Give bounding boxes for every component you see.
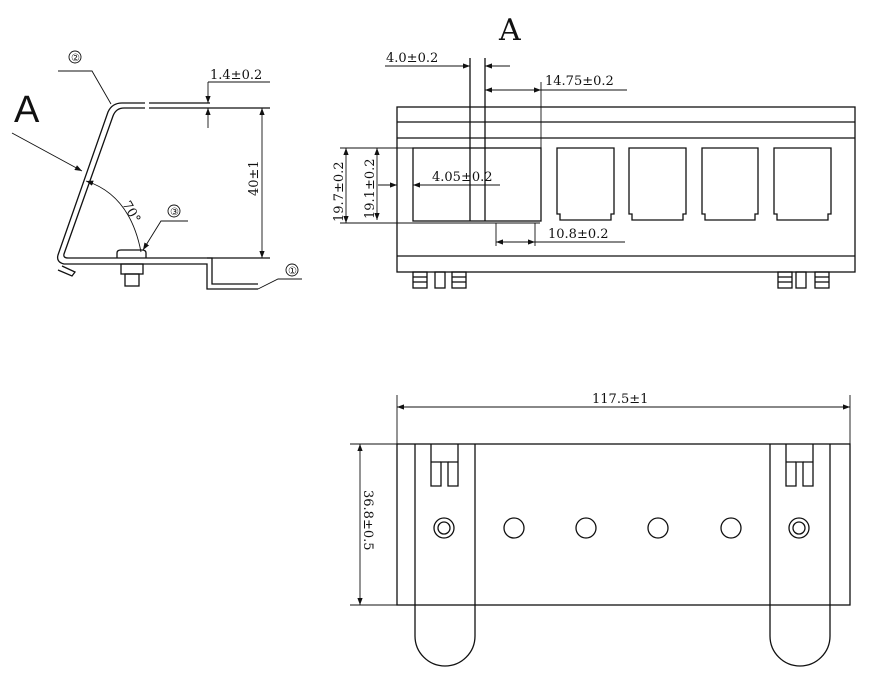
dim-inner-height: 19.1±0.2 bbox=[363, 158, 378, 219]
base-outline bbox=[396, 443, 851, 606]
screw-body bbox=[124, 273, 140, 287]
callout-3-text: ③ bbox=[170, 207, 179, 218]
height-dim: 40±1 bbox=[247, 160, 262, 196]
window-3 bbox=[628, 147, 687, 221]
dim-width: 36.8±0.5 bbox=[360, 490, 375, 551]
dim-window-width: 10.8±0.2 bbox=[548, 227, 609, 242]
feet-left bbox=[412, 271, 467, 289]
side-view: A 1.4±0.2 40±1 70° ② ③ ① bbox=[11, 50, 302, 290]
hole-1 bbox=[433, 517, 455, 539]
screw-head bbox=[120, 263, 144, 275]
nut bbox=[116, 249, 147, 258]
bracket-hook bbox=[57, 265, 77, 277]
dim-pitch: 14.75±0.2 bbox=[545, 74, 614, 89]
window-2 bbox=[556, 147, 615, 221]
angle-label: 70° bbox=[119, 199, 144, 226]
window-4 bbox=[701, 147, 759, 221]
dim-length: 117.5±1 bbox=[592, 392, 648, 407]
callout-1-text: ① bbox=[288, 266, 297, 277]
dim-gap: 4.0±0.2 bbox=[386, 51, 438, 66]
mounting-holes bbox=[433, 517, 810, 539]
callout-3 bbox=[167, 204, 181, 218]
front-view: A 4.0±0.2 14.75±0.2 4 bbox=[332, 13, 856, 289]
callout-2 bbox=[68, 50, 82, 64]
hole-2 bbox=[503, 517, 525, 539]
window-5 bbox=[773, 147, 832, 221]
housing-outline bbox=[396, 106, 856, 273]
bottom-view: 117.5±1 36.8±0.5 bbox=[350, 392, 851, 667]
view-label-a: A bbox=[14, 89, 40, 131]
dim-inner-offset: 4.05±0.2 bbox=[432, 170, 493, 185]
hole-4 bbox=[647, 517, 669, 539]
front-view-title: A bbox=[498, 13, 521, 48]
feet-right bbox=[777, 271, 830, 289]
bracket-outer-profile bbox=[56, 102, 258, 290]
hole-3 bbox=[575, 517, 597, 539]
thickness-dim: 1.4±0.2 bbox=[210, 68, 262, 83]
dim-outer-height: 19.7±0.2 bbox=[332, 161, 347, 222]
clip-right bbox=[769, 444, 831, 667]
callout-1 bbox=[285, 263, 299, 277]
hole-6 bbox=[788, 517, 810, 539]
bracket-inner-profile bbox=[63, 107, 258, 285]
clip-left bbox=[414, 444, 476, 667]
view-arrow bbox=[11, 132, 83, 172]
callout-2-text: ② bbox=[71, 53, 80, 64]
hole-5 bbox=[720, 517, 742, 539]
